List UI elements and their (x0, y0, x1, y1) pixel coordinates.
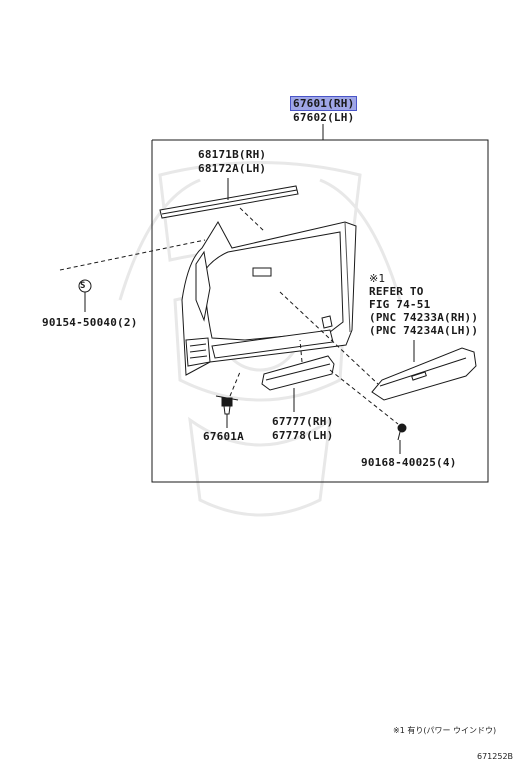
main-part-rh-text[interactable]: 67601(RH) (289, 96, 358, 111)
weatherstrip-number-rh[interactable]: 68171B(RH) (198, 148, 267, 161)
figure-code: 671252B (477, 752, 514, 761)
weatherstrip-drawing (159, 185, 299, 219)
pocket-number-rh[interactable]: 67777(RH) (272, 415, 334, 428)
screw-clip-number[interactable]: 90154-50040(2) (42, 316, 138, 329)
frame-box (151, 139, 489, 483)
armrest-refer-line-1: REFER TO (369, 285, 424, 298)
clip-drawing (215, 395, 239, 415)
armrest-note-ref: ※1 (369, 272, 386, 285)
pocket-number-lh[interactable]: 67778(LH) (272, 429, 334, 442)
pocket-dashed (299, 339, 303, 363)
armrest-pnc-lh[interactable]: (PNC 74234A(LH)) (369, 324, 479, 337)
clip-number[interactable]: 67601A (203, 430, 244, 443)
armrest-dashed (279, 291, 379, 385)
screw-clip-symbol-label: S (80, 281, 86, 291)
screw-clip-dashed (59, 239, 206, 271)
main-part-number-lh[interactable]: 67602(LH) (293, 111, 355, 124)
armrest-drawing (371, 347, 477, 401)
armrest-refer-line-2[interactable]: FIG 74-51 (369, 298, 431, 311)
weatherstrip-number-lh[interactable]: 68172A(LH) (198, 162, 267, 175)
weatherstrip-dashed (239, 207, 266, 233)
screw-number[interactable]: 90168-40025(4) (361, 456, 457, 469)
pocket-drawing (261, 355, 335, 391)
footnote: ※1 有り(パワー ウインドウ) (393, 726, 497, 735)
door-trim-panel-drawing (181, 220, 357, 376)
screw-dashed (329, 369, 399, 425)
screw-clip-symbol-icon (78, 279, 92, 293)
clip-dashed (229, 371, 241, 397)
screw-drawing (397, 423, 407, 441)
main-part-number-rh[interactable]: 67601(RH) (289, 96, 358, 111)
armrest-pnc-rh[interactable]: (PNC 74233A(RH)) (369, 311, 479, 324)
